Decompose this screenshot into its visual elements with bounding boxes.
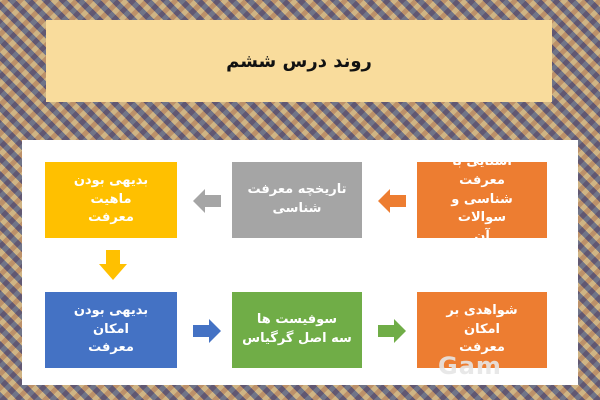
watermark: Gam <box>438 352 502 380</box>
arrow-right-icon <box>193 319 221 343</box>
box-sophists: سوفیست ها سه اصل گرگیاس <box>232 292 362 368</box>
box-self-evidence-possibility: بدیهی بودن امکان معرفت <box>45 292 177 368</box>
arrow-left-icon <box>193 189 221 213</box>
box-intro-epistemology: آشنایی با معرفت شناسی و سوالات آن <box>417 154 547 244</box>
box-evidence-possibility: شواهدی بر امکان معرفت <box>417 292 547 368</box>
title-banner: روند درس ششم <box>46 20 552 102</box>
page-title: روند درس ششم <box>226 50 372 72</box>
box-history-epistemology-label: تاریخچه معرفت شناسی <box>247 182 347 216</box>
box-self-evidence-possibility-label: بدیهی بودن امکان معرفت <box>73 302 149 356</box>
box-history-epistemology: تاریخچه معرفت شناسی <box>232 162 362 238</box>
box-evidence-possibility-label: شواهدی بر امکان معرفت <box>446 302 518 356</box>
box-self-evidence-nature: بدیهی بودن ماهیت معرفت <box>45 162 177 238</box>
arrow-right-icon <box>378 319 406 343</box>
box-intro-epistemology-label: آشنایی با معرفت شناسی و سوالات آن <box>451 153 513 245</box>
box-self-evidence-nature-label: بدیهی بودن ماهیت معرفت <box>73 172 149 226</box>
arrow-down-icon <box>99 250 127 280</box>
arrow-left-icon <box>378 189 406 213</box>
box-sophists-label: سوفیست ها سه اصل گرگیاس <box>242 312 352 346</box>
